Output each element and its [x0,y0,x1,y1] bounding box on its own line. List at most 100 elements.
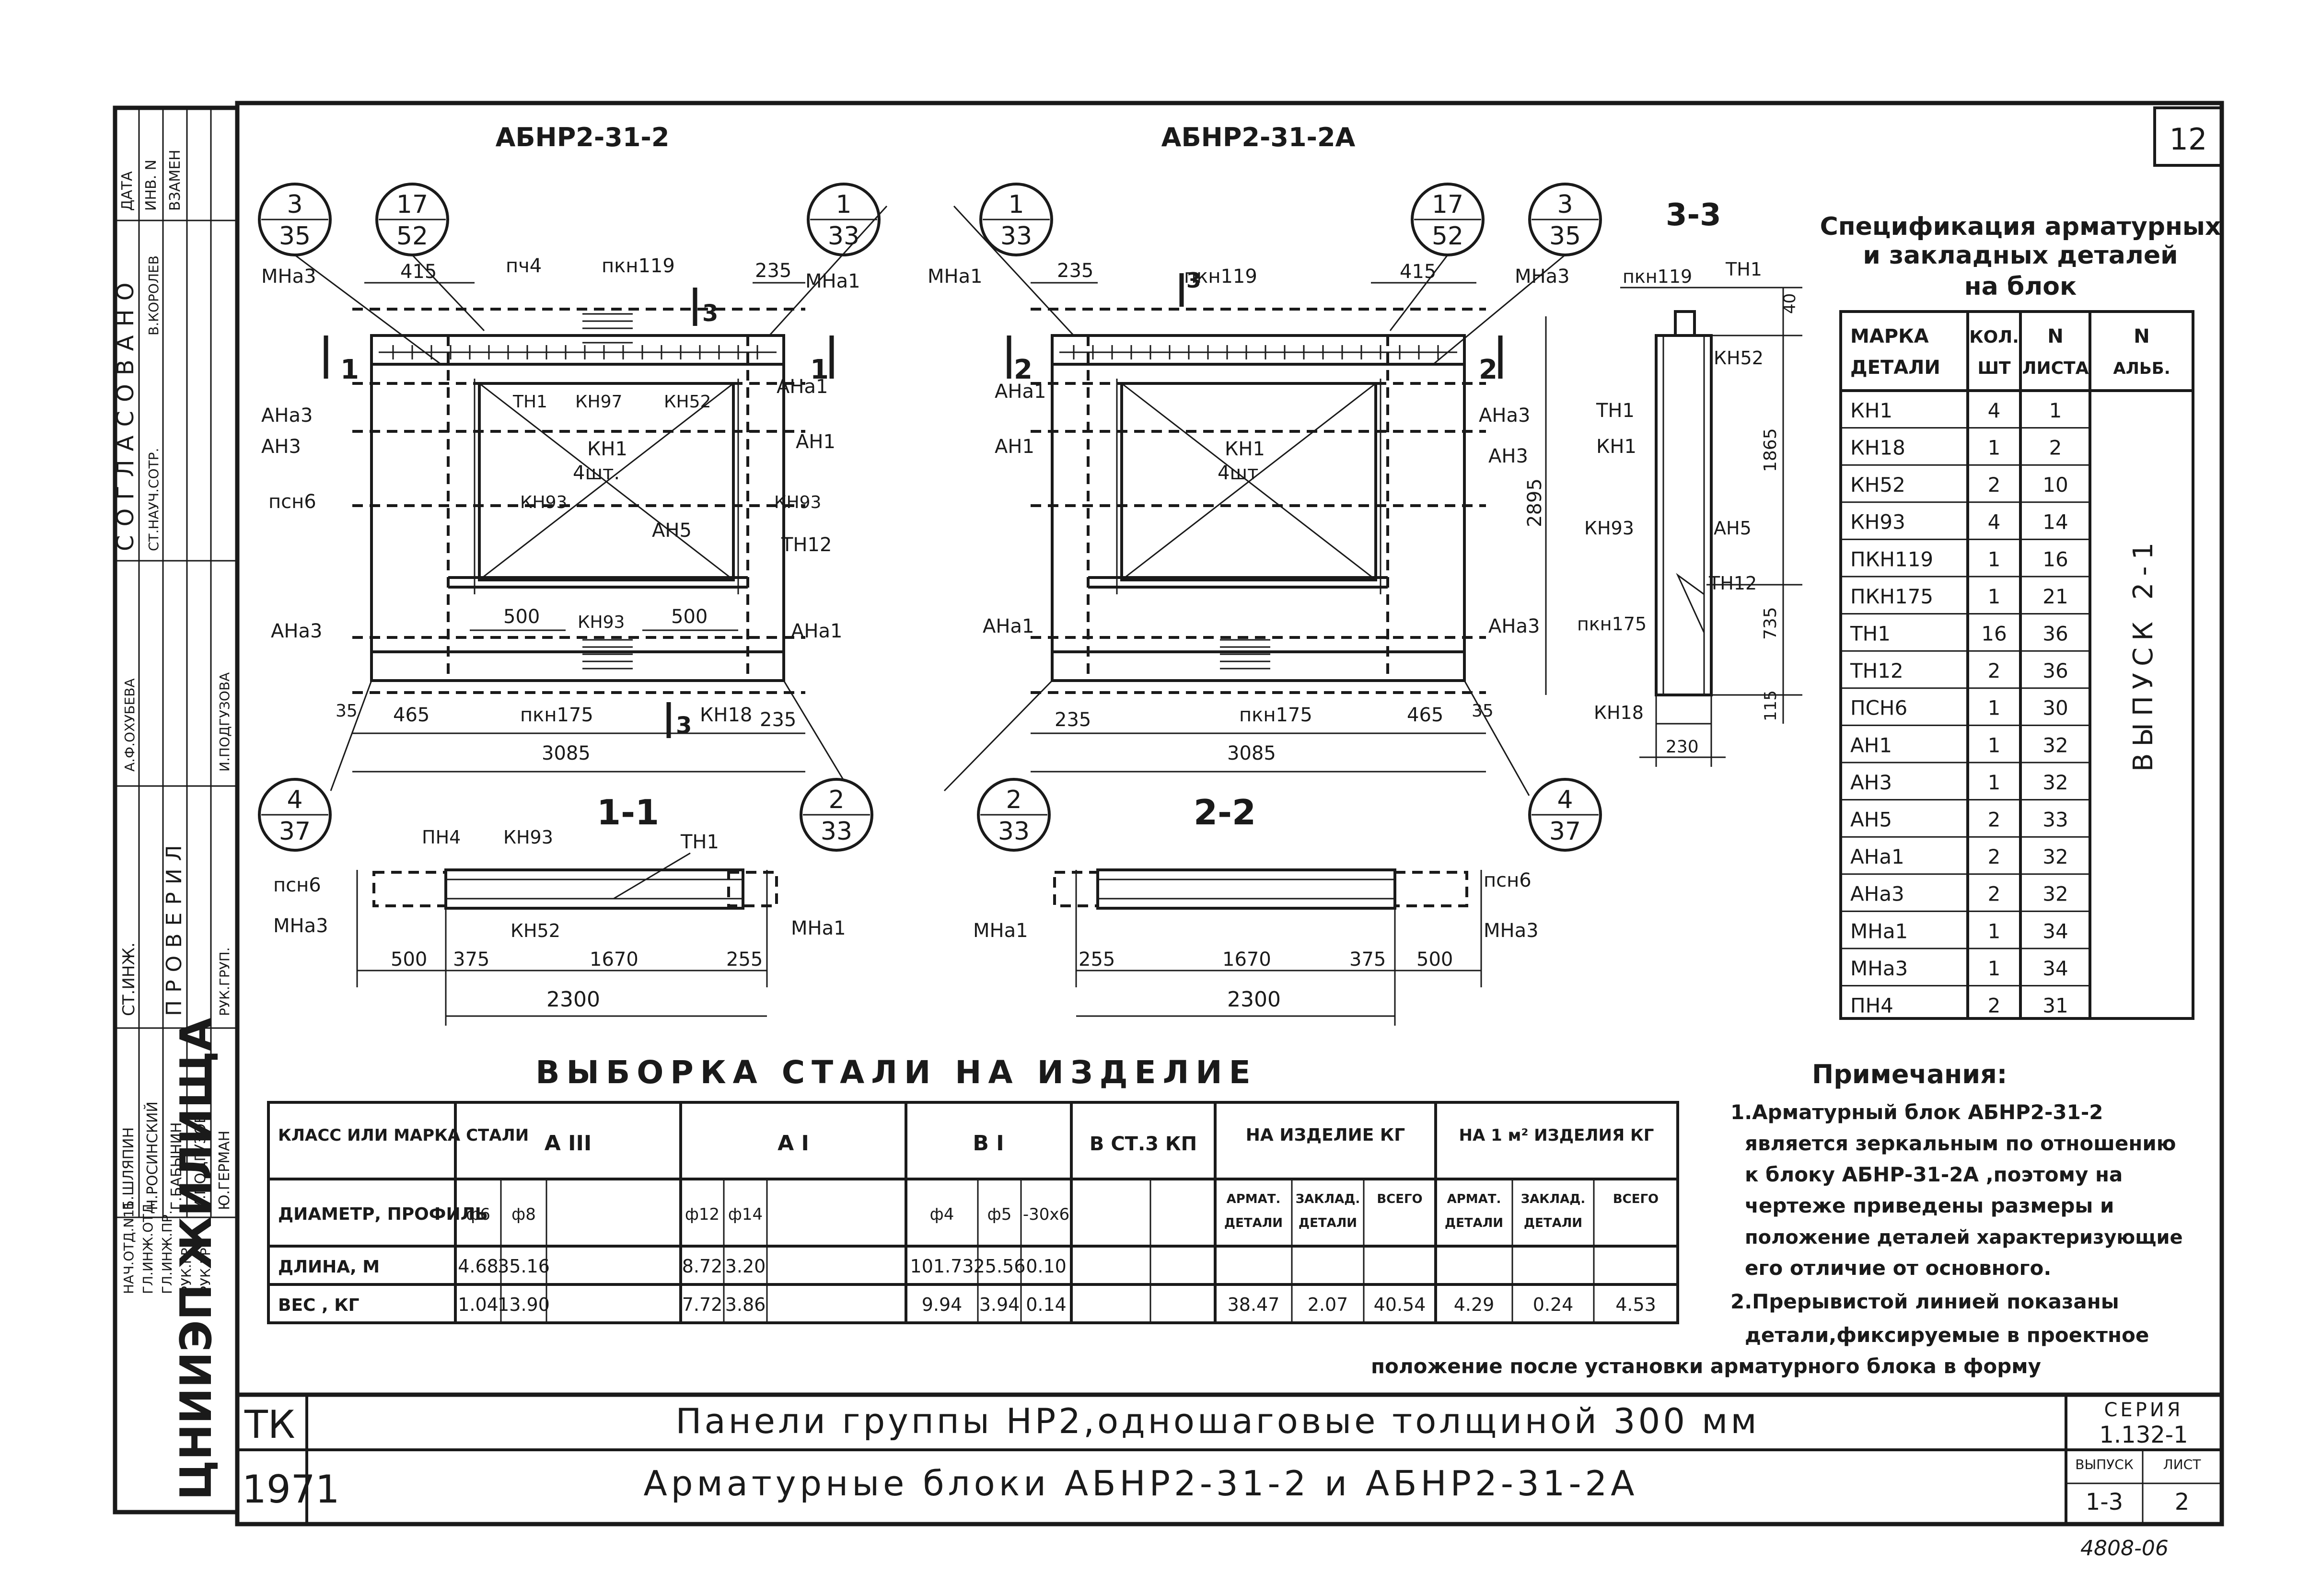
svg-text:КОЛ.: КОЛ. [1969,327,2019,347]
right-label-pkn175: пкн175 [1239,704,1312,726]
right-label-4sht: 4шт [1218,462,1258,484]
svg-text:500: 500 [391,948,427,971]
spec-cell: 2 [1988,994,2001,1017]
svg-text:735: 735 [1761,607,1780,640]
notes-line-6: его отличие от основного. [1745,1256,2051,1280]
spec-cell: 1 [1988,585,2001,608]
spec-album-issue: ВЫПУСК 2-1 [2128,536,2159,772]
steel-cell: ф6 [466,1205,490,1224]
left-label-an5: АН5 [652,520,692,542]
svg-text:3: 3 [287,190,302,219]
svg-text:40: 40 [1780,293,1799,314]
svg-text:35: 35 [336,701,358,721]
spec-cell: КН1 [1850,399,1892,422]
steel-cell: 25.56 [974,1256,1026,1277]
callout-4: 1 33 [979,183,1053,256]
svg-text:500: 500 [503,606,540,628]
steel-subheader: ВСЕГО [1377,1192,1422,1206]
spec-cell: АН5 [1850,808,1892,831]
spec-cell: 32 [2042,845,2068,868]
steel-cell: 101.73 [910,1256,974,1277]
stamp-role-2: ГЛ.ИНЖ.ОТД. [140,1199,156,1294]
spec-cell: ПСН6 [1850,696,1907,720]
s33-label-kn18: КН18 [1594,702,1644,723]
section-22-view: 2-2 псн6 МНа1 МНа3 255 1670 375 500 2300 [973,792,1539,1026]
spec-cell: КН52 [1850,473,1905,497]
left-label-psn6: псн6 [268,491,316,513]
spec-cell: 4 [1988,399,2001,422]
svg-text:3: 3 [1186,268,1201,293]
svg-text:465: 465 [1407,704,1443,726]
left-label-ana3: АНа3 [261,405,313,427]
steel-subheader: ВСЕГО [1613,1192,1659,1206]
spec-cell: 2 [1988,808,2001,831]
spec-cell: ПКН175 [1850,585,1933,608]
spec-cell: 1 [1988,436,2001,459]
steel-cell: 4.68 [458,1256,499,1277]
issue-value: 1-3 [2086,1489,2123,1515]
steel-cell: 1.04 [458,1294,499,1315]
notes-title: Примечания: [1812,1059,2007,1089]
spec-cell: 1 [1988,919,2001,943]
callout-6: 3 35 [1528,183,1602,256]
svg-text:НА 1 м² ИЗДЕЛИЯ КГ: НА 1 м² ИЗДЕЛИЯ КГ [1459,1126,1654,1145]
stamp-name-3: Г.БАБЫНИН [168,1122,185,1210]
plan-view-right: 2 2 3 МНа1 пкн119 МНа3 АНа1 АНа3 АН1 АН3… [928,205,1570,796]
right-label-an3: АН3 [1488,445,1528,467]
right-label-ana3-b: АНа3 [1488,615,1540,637]
svg-text:235: 235 [755,260,791,282]
s11-label-mna3: МНа3 [273,915,328,937]
left-label-kn97: КН97 [575,392,622,412]
svg-text:2: 2 [1014,354,1033,385]
stamp-name-2: Н.РОСИНСКИЙ [144,1101,161,1210]
sheet-label: ЛИСТ [2163,1457,2202,1472]
stamp-check-role: РУК.ГРУП. [217,947,232,1016]
left-label-kn52: КН52 [664,392,711,412]
steel-subheader: ДЕТАЛИ [1224,1216,1283,1230]
svg-text:33: 33 [828,222,859,251]
steel-subheader: ЗАКЛАД. [1296,1192,1360,1206]
spec-cell: 34 [2042,919,2068,943]
left-label-kn18: КН18 [700,704,752,726]
s11-label-tn1: ТН1 [680,831,719,853]
svg-text:1865: 1865 [1761,428,1780,472]
spec-cell: 34 [2042,957,2068,980]
left-label-4sht: 4шт. [573,462,620,484]
s33-label-tn1-b: ТН1 [1596,400,1635,422]
svg-text:3: 3 [1557,190,1573,219]
left-label-ana1: АНа1 [777,376,828,398]
notes-line-5: положение деталей характеризующие [1745,1226,2183,1249]
right-label-ana1-b: АНа1 [983,615,1034,637]
spec-cell: 32 [2042,882,2068,906]
steel-cell: ф4 [930,1205,954,1224]
stamp-role-3: ГЛ.ИНЖ.ПР. [159,1210,175,1294]
svg-text:235: 235 [1055,709,1091,731]
issue-label: ВЫПУСК [2075,1457,2134,1472]
spec-cell: 1 [1988,733,2001,757]
svg-text:2300: 2300 [1227,987,1281,1012]
svg-text:230: 230 [1666,737,1699,757]
plan-view-left: 1 1 3 3 МНа3 пч4 пкн119 МНа1 АНа3 АН3 ТН… [261,205,888,791]
svg-text:17: 17 [396,190,428,219]
left-label-tn1: ТН1 [512,392,547,412]
svg-text:3085: 3085 [1227,742,1276,764]
s33-label-kn1: КН1 [1596,436,1636,458]
notes: Примечания: 1.Арматурный блок АБНР2-31-2… [1371,1059,2183,1378]
svg-text:375: 375 [453,948,489,971]
svg-text:В СТ.3 КП: В СТ.3 КП [1090,1133,1197,1155]
stamp-name-1: Б.ШЛЯПИН [120,1127,137,1210]
svg-text:35: 35 [1472,701,1494,721]
right-label-mna1: МНа1 [928,266,983,288]
steel-cell: 7.72 [682,1294,723,1315]
svg-text:33: 33 [821,817,852,846]
spec-cell: КН18 [1850,436,1905,459]
steel-cell: 3.20 [725,1256,766,1277]
steel-cell: 35.16 [498,1256,550,1277]
section-11-view: 1-1 ПН4 КН93 ТН1 псн6 МНа3 КН52 МНа1 500… [273,792,846,1026]
steel-cell: -30х6 [1023,1205,1069,1224]
svg-text:3: 3 [702,300,718,327]
svg-text:115: 115 [1761,690,1780,721]
notes-line-1: 1.Арматурный блок АБНР2-31-2 [1730,1100,2103,1124]
svg-text:17: 17 [1432,190,1463,219]
title-block-left: АБНР2-31-2 [496,122,670,152]
